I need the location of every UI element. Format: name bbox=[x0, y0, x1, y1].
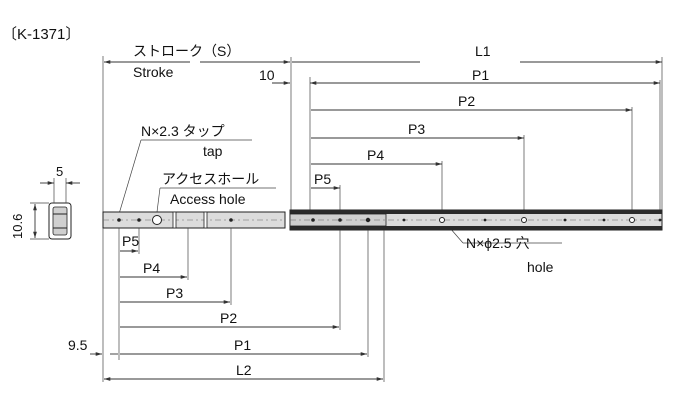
hole-label-en: hole bbox=[527, 259, 554, 275]
top-pitch-P1: P1 bbox=[472, 67, 489, 83]
stroke-label-en: Stroke bbox=[133, 64, 174, 80]
top-pitch-P5: P5 bbox=[314, 171, 331, 187]
bottom-pitch-P1: P1 bbox=[234, 337, 251, 353]
tap-label-en: tap bbox=[203, 143, 223, 159]
dim-offset-bottom: 9.5 bbox=[68, 337, 88, 353]
model-label: 〔K-1371〕 bbox=[2, 26, 80, 43]
dim-L2: L2 bbox=[236, 362, 252, 378]
access-label-jp: アクセスホール bbox=[162, 171, 259, 187]
tap-label-jp: N×2.3 タップ bbox=[141, 123, 225, 139]
slide-rail bbox=[102, 209, 663, 231]
dim-L1: L1 bbox=[475, 43, 491, 59]
dim-height: 10.6 bbox=[10, 214, 25, 239]
top-pitch-P4: P4 bbox=[367, 147, 384, 163]
stroke-label-jp: ストローク（S） bbox=[133, 43, 240, 59]
dim-width: 5 bbox=[56, 164, 63, 179]
bottom-pitch-P5: P5 bbox=[122, 233, 139, 249]
cross-section: 5 10.6 bbox=[10, 164, 80, 240]
top-pitch-P2: P2 bbox=[458, 93, 475, 109]
callouts: N×2.3 タップ tap アクセスホール Access hole N×ϕ2.5… bbox=[118, 123, 562, 275]
access-label-en: Access hole bbox=[170, 191, 246, 207]
top-dimension-row: ストローク（S） Stroke L1 10 bbox=[102, 43, 663, 212]
hole-label-jp: N×ϕ2.5 穴 bbox=[466, 235, 529, 251]
bottom-pitch-dimensions: P5 P4 P3 P2 P1 9.5 L2 bbox=[68, 228, 385, 382]
top-pitch-dimensions: P1 P2 P3 P4 P5 bbox=[311, 67, 661, 215]
dim-offset-top: 10 bbox=[259, 67, 275, 83]
bottom-pitch-P3: P3 bbox=[166, 285, 183, 301]
bottom-pitch-P2: P2 bbox=[220, 310, 237, 326]
bottom-pitch-P4: P4 bbox=[143, 260, 160, 276]
top-pitch-P3: P3 bbox=[408, 121, 425, 137]
